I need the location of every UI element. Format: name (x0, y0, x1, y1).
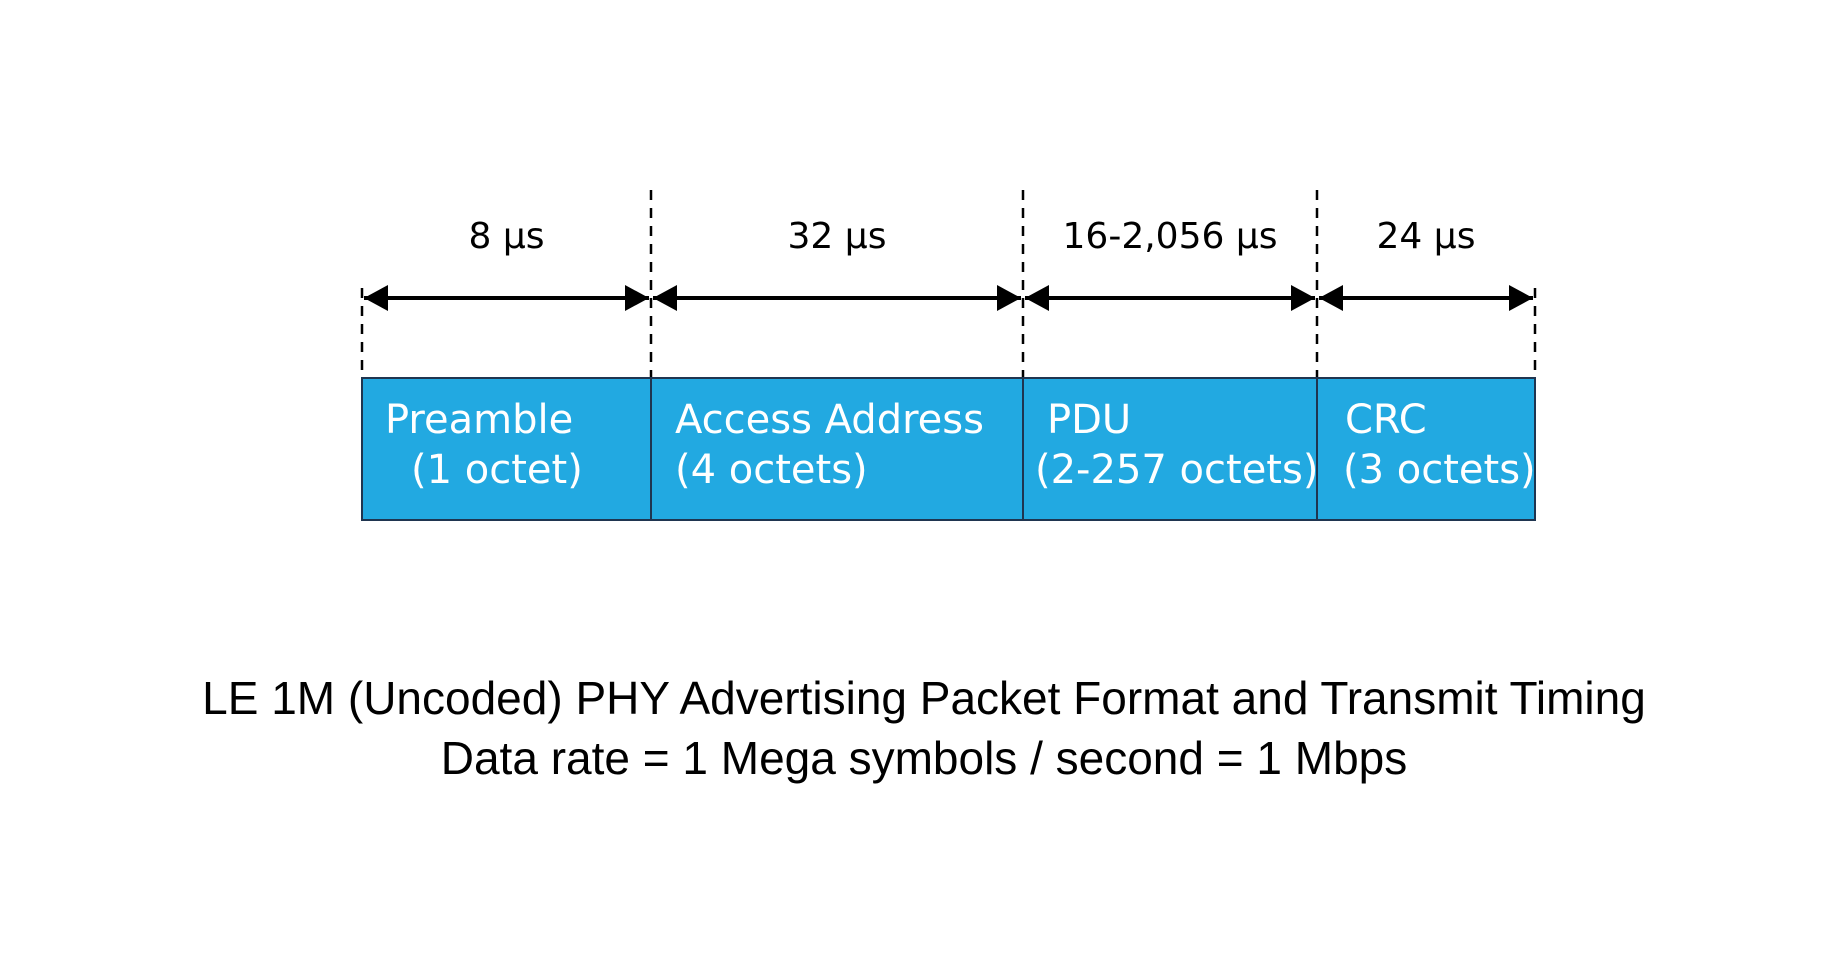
field-access-address-name: Access Address (675, 397, 984, 443)
duration-label-pdu: 16-2,056 μs (1062, 216, 1278, 257)
duration-label-crc: 24 μs (1376, 216, 1476, 257)
field-pdu-name: PDU (1047, 397, 1132, 443)
field-access-address-size: (4 octets) (675, 447, 868, 493)
field-box-preamble-shape (361, 377, 652, 521)
field-crc-size: (3 octets) (1343, 447, 1536, 493)
caption-subtitle: Data rate = 1 Mega symbols / second = 1 … (440, 732, 1408, 784)
field-crc-name: CRC (1345, 397, 1427, 443)
field-box-access-address-shape (650, 377, 1024, 521)
duration-arrow-access-address (653, 285, 1021, 311)
field-box-pdu-shape (1022, 377, 1318, 521)
field-pdu: PDU (2-257 octets) (1023, 378, 1319, 520)
field-crc: CRC (3 octets) (1317, 378, 1536, 520)
field-access-address: Access Address (4 octets) (651, 378, 1023, 520)
field-box-crc-shape (1316, 377, 1536, 521)
field-pdu-size: (2-257 octets) (1035, 447, 1319, 493)
duration-arrow-crc (1319, 285, 1533, 311)
duration-label-access-address: 32 μs (787, 216, 887, 257)
field-preamble-name: Preamble (385, 397, 574, 443)
field-preamble: Preamble (1 octet) (362, 378, 651, 520)
duration-arrow-preamble (364, 285, 649, 311)
duration-label-preamble: 8 μs (468, 216, 545, 257)
caption-title: LE 1M (Uncoded) PHY Advertising Packet F… (202, 672, 1646, 724)
duration-arrow-pdu (1025, 285, 1315, 311)
field-preamble-size: (1 octet) (411, 447, 583, 493)
